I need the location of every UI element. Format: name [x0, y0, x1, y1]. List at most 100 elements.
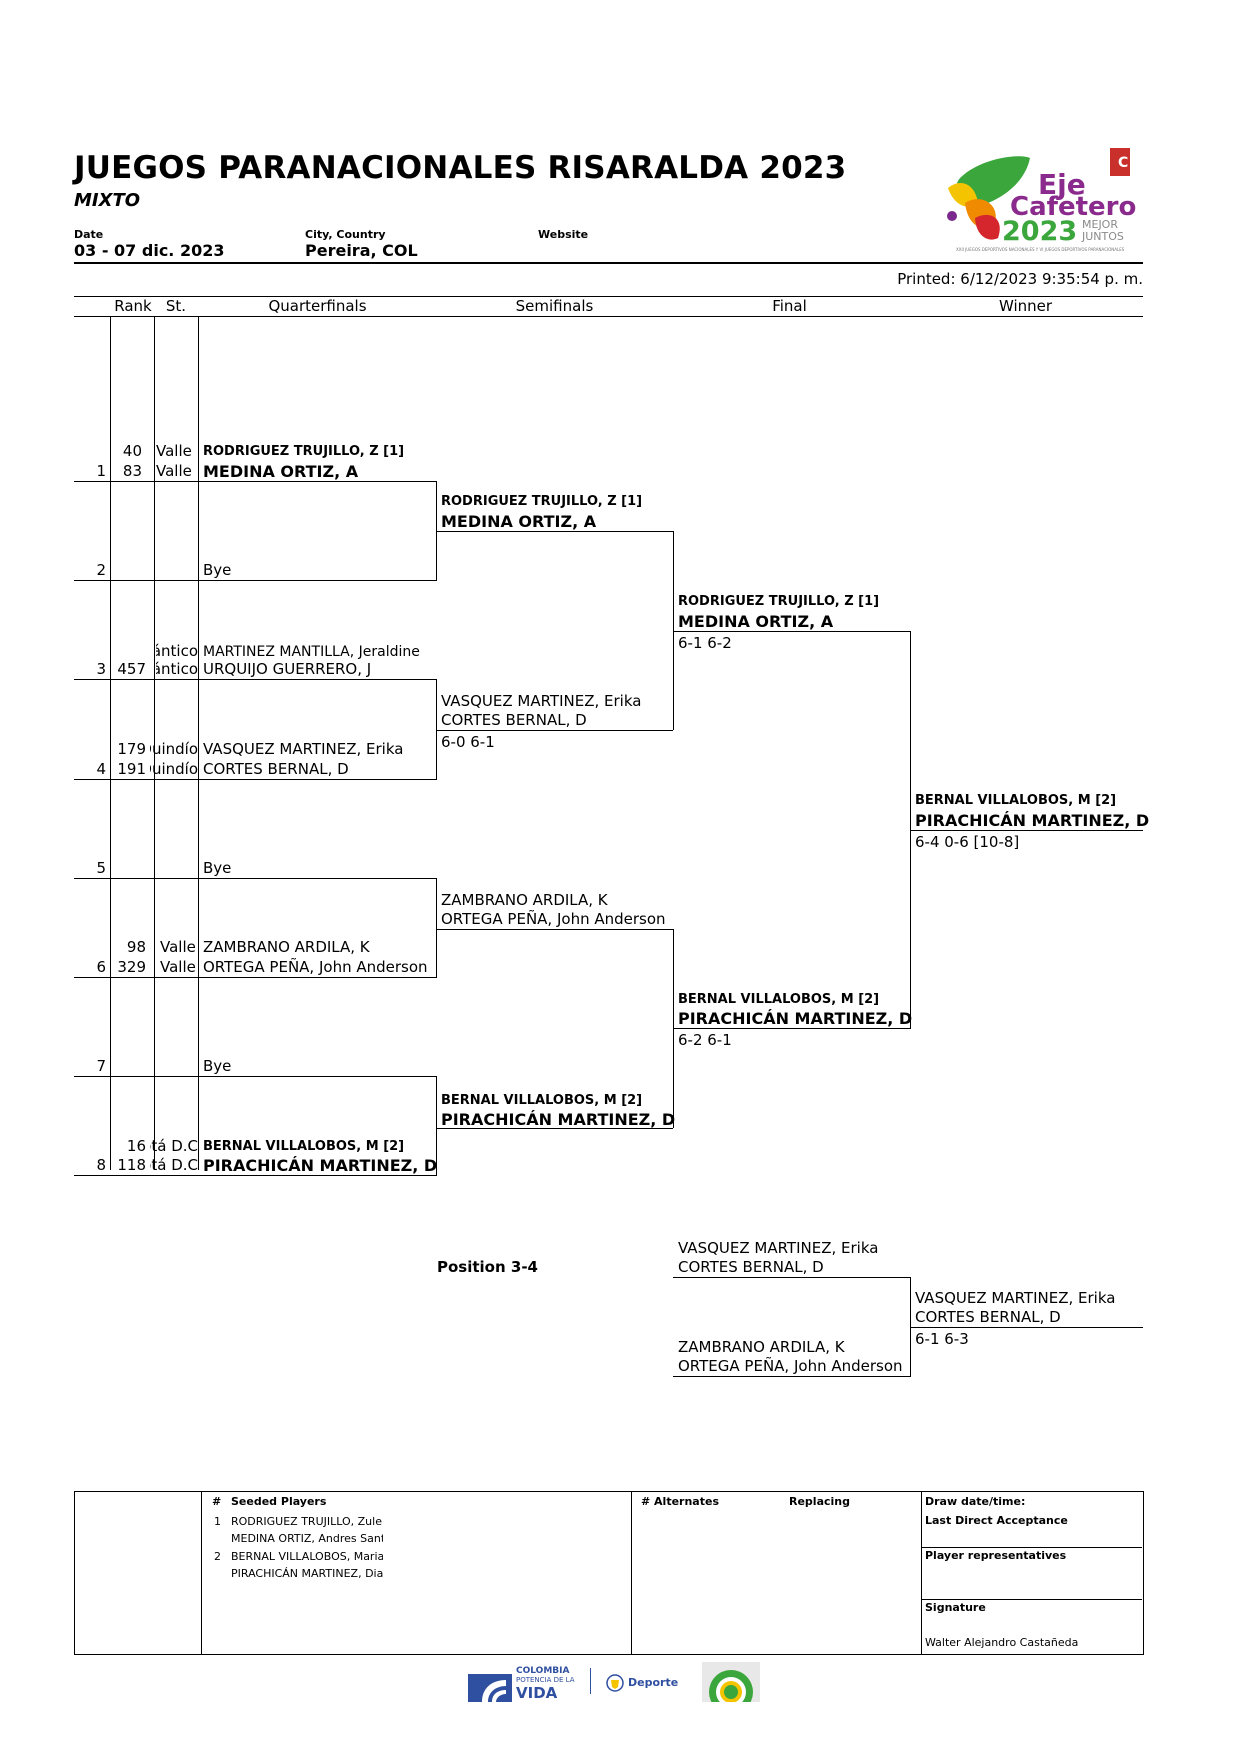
draw-line	[673, 631, 910, 632]
risaralda-sport-logo-icon	[702, 1662, 760, 1702]
match-score: 6-0 6-1	[441, 733, 495, 751]
rank: 40	[122, 442, 142, 460]
signature-label: Signature	[925, 1601, 986, 1614]
footer-divider	[201, 1491, 202, 1654]
draw-line	[74, 977, 436, 978]
bracket-connector	[673, 531, 674, 730]
rank: 98	[126, 938, 146, 956]
match-score: 6-2 6-1	[678, 1031, 732, 1049]
event-logo: C Eje Cafetero 2023 MEJOR JUNTOS XXII JU…	[940, 148, 1145, 258]
draw-position: 6	[96, 958, 106, 976]
player-name: BERNAL VILLALOBOS, M [2]	[203, 1139, 405, 1154]
date-value: 03 - 07 dic. 2023	[74, 241, 225, 260]
draw-position: 2	[96, 561, 106, 579]
seeded-label: Seeded Players	[231, 1495, 327, 1508]
player-name: PIRACHICÁN MARTINEZ, D	[678, 1009, 913, 1028]
sponsor-deporte: Deporte	[628, 1676, 679, 1689]
state: Valle	[160, 938, 196, 956]
col-final: Final	[772, 297, 807, 315]
city-value: Pereira, COL	[305, 241, 418, 260]
draw-position: 3	[96, 660, 106, 678]
player-name: ZAMBRANO ARDILA, K	[678, 1338, 845, 1356]
player-name: CORTES BERNAL, D	[441, 711, 587, 729]
player-name: VASQUEZ MARTINEZ, Erika	[678, 1239, 879, 1257]
header-rule	[74, 262, 1143, 264]
winner-player: BERNAL VILLALOBOS, M [2]	[915, 793, 1117, 808]
draw-position: 4	[96, 760, 106, 778]
draw-line	[673, 1028, 910, 1029]
winner-player: PIRACHICÁN MARTINEZ, D	[915, 811, 1150, 830]
draw-line	[436, 929, 673, 930]
state: Valle	[156, 462, 192, 480]
draw-position: 1	[96, 462, 106, 480]
state: Valle	[160, 958, 196, 976]
match-score: 6-1 6-2	[678, 634, 732, 652]
rank: 457	[117, 660, 146, 678]
col-rank: Rank	[114, 297, 152, 315]
footer-divider	[921, 1599, 1142, 1600]
rank: 191	[117, 760, 146, 778]
player-name: PIRACHICÁN MARTINEZ, D	[441, 1110, 676, 1129]
event-subtitle: MIXTO	[74, 190, 141, 211]
player-name: BERNAL VILLALOBOS, M [2]	[441, 1093, 643, 1108]
player-name: CORTES BERNAL, D	[203, 760, 349, 778]
rank: 118	[117, 1156, 146, 1174]
bye-label: Bye	[203, 859, 232, 877]
player-name: VASQUEZ MARTINEZ, Erika	[441, 692, 642, 710]
seed-player: PIRACHICÁN MARTINEZ, Diana	[231, 1567, 383, 1580]
bracket-connector	[436, 878, 437, 978]
page-title: JUEGOS PARANACIONALES RISARALDA 2023	[74, 150, 847, 186]
city-label: City, Country	[305, 228, 386, 241]
col-st: St.	[165, 297, 187, 315]
col-semifinals: Semifinals	[515, 297, 594, 315]
website-label: Website	[538, 228, 589, 241]
lda-label: Last Direct Acceptance	[925, 1514, 1068, 1527]
seed-player: RODRIGUEZ TRUJILLO, Zuleima	[231, 1515, 383, 1528]
player-name: RODRIGUEZ TRUJILLO, Z [1]	[203, 444, 405, 459]
colhdr-bottom-rule	[74, 316, 1143, 317]
footer-table	[74, 1491, 1144, 1655]
logo-motto1: MEJOR	[1082, 218, 1118, 231]
player-name: CORTES BERNAL, D	[915, 1308, 1061, 1326]
player-name: URQUIJO GUERRERO, J	[203, 660, 372, 678]
col-winner: Winner	[998, 297, 1053, 315]
seed-player: MEDINA ORTIZ, Andres Santiago	[231, 1532, 383, 1545]
state: Quindío	[150, 740, 198, 758]
player-name: BERNAL VILLALOBOS, M [2]	[678, 992, 880, 1007]
player-name: MARTINEZ MANTILLA, Jeraldine	[203, 644, 420, 660]
draw-position: 8	[96, 1156, 106, 1174]
coat-of-arms-icon	[606, 1674, 624, 1692]
player-name: VASQUEZ MARTINEZ, Erika	[203, 740, 404, 758]
seed-number: 1	[214, 1515, 221, 1528]
seeded-hash: #	[212, 1495, 222, 1508]
draw-line	[74, 481, 436, 482]
alternates-label: # Alternates	[641, 1495, 719, 1508]
draw-line	[436, 730, 673, 731]
draw-line	[74, 878, 436, 879]
date-label: Date	[74, 228, 104, 241]
player-name: PIRACHICÁN MARTINEZ, D	[203, 1156, 438, 1175]
col-sep-qf	[198, 316, 199, 1170]
printed-timestamp: Printed: 6/12/2023 9:35:54 p. m.	[897, 270, 1143, 288]
draw-line	[910, 830, 1143, 831]
footer-divider	[921, 1491, 922, 1654]
bye-label: Bye	[203, 1057, 232, 1075]
col-sep-st	[154, 316, 155, 1170]
draw-line	[74, 1175, 436, 1176]
state: Bogotá D.C.	[150, 1156, 198, 1174]
svg-text:C: C	[1118, 155, 1128, 171]
logo-line2: Cafetero	[1010, 192, 1137, 222]
sponsor-colombia-1: COLOMBIA	[516, 1666, 570, 1676]
player-name: ZAMBRANO ARDILA, K	[441, 891, 608, 909]
colhdr-top-rule	[74, 296, 1143, 297]
signature-name: Walter Alejandro Castañeda	[925, 1636, 1079, 1649]
logo-year: 2023	[1002, 216, 1078, 247]
player-name: CORTES BERNAL, D	[678, 1258, 824, 1276]
state: Bogotá D.C.	[150, 1137, 198, 1155]
logo-motto2: JUNTOS	[1082, 230, 1124, 243]
player-name: ORTEGA PEÑA, John Anderson	[441, 910, 666, 928]
col-sep-rank	[110, 316, 111, 1170]
draw-position: 7	[96, 1057, 106, 1075]
sponsor-strip: COLOMBIA POTENCIA DE LA VIDA Deporte	[468, 1662, 768, 1702]
draw-line	[436, 1128, 673, 1129]
